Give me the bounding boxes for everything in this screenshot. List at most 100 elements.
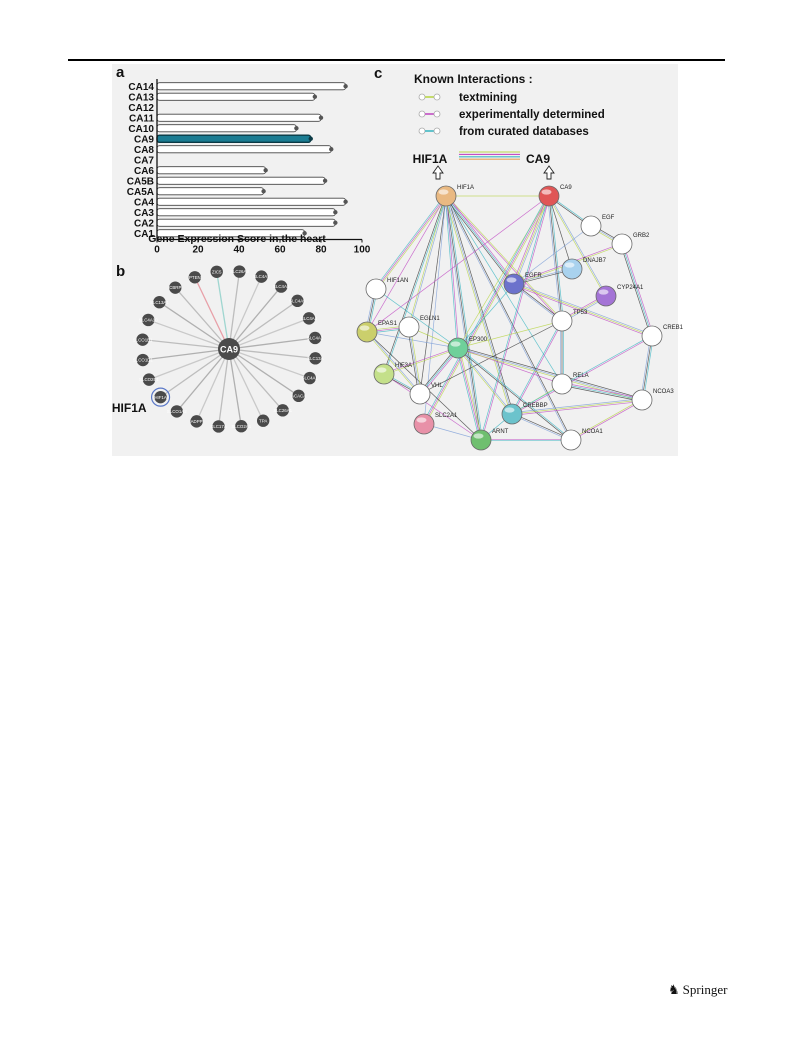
node-label: CYP24A1 (617, 285, 644, 291)
node-highlight (541, 189, 552, 195)
edge (512, 195, 549, 284)
node-label: HIF1A (154, 395, 167, 400)
edge (142, 348, 230, 361)
node-label: ACACA (291, 393, 306, 398)
node-label: CREBBP (523, 403, 548, 409)
edge (228, 348, 242, 427)
node-label: SLC2A1 (435, 413, 458, 419)
node-label: CBRP (169, 285, 181, 290)
category-label: CA5A (127, 187, 154, 198)
node-label: SLC4A4 (301, 316, 318, 321)
edge (562, 382, 643, 399)
node-label: NCOA1 (582, 429, 603, 435)
edge (228, 348, 310, 379)
edge (512, 336, 653, 415)
node-label: SLC26A3 (230, 269, 249, 274)
node-slco2b1 (142, 373, 156, 386)
edge (621, 243, 653, 337)
category-label: CA10 (128, 124, 154, 135)
node-epas1 (356, 321, 378, 343)
up-arrow-icon-hif1a (432, 165, 444, 180)
edge (367, 331, 421, 394)
category-label: CA1 (134, 229, 154, 240)
edge (424, 196, 551, 425)
bar-end-marker (308, 136, 313, 141)
node-label: ZIC5 (212, 269, 222, 274)
node-highlight (563, 433, 574, 439)
node-highlight (359, 325, 370, 331)
callout-label: HIF1A (112, 401, 147, 415)
edge (444, 196, 514, 286)
node-ep300 (447, 337, 469, 359)
edge (375, 195, 447, 290)
center-label: CA9 (220, 345, 238, 355)
x-tick-label: 40 (233, 245, 245, 256)
edge (228, 348, 316, 359)
bar-end-marker (263, 168, 268, 173)
node-slc4a2 (308, 331, 322, 345)
node-slc17a (212, 420, 225, 433)
node-label: SLC13A1 (150, 300, 169, 305)
node-highlight (598, 289, 609, 295)
node-slco1b1 (136, 333, 149, 346)
node-label: SLC4A9 (289, 298, 306, 303)
edge (228, 271, 241, 350)
node-label: EPAS1 (378, 321, 398, 327)
node-slc13a (309, 352, 322, 365)
edge (446, 195, 563, 321)
node-slc4a7 (255, 270, 268, 283)
legend-node-icon (433, 93, 441, 101)
edge (511, 335, 652, 414)
node-label: TP53 (573, 310, 588, 316)
edge (445, 195, 563, 385)
edge (459, 347, 483, 440)
node-slco1d1 (136, 353, 150, 367)
panel-a-bar-chart: a CA14CA13CA12CA11CA10CA9CA8CA7CA6CA5BCA… (116, 64, 371, 256)
node-label: SLC4A1 (302, 376, 319, 381)
node-label: SLCO2A1 (231, 424, 251, 429)
edge (457, 347, 643, 401)
edge (422, 195, 549, 424)
bar-end-marker (333, 220, 338, 225)
category-label: CA6 (134, 166, 154, 177)
legend-node-icon (418, 127, 426, 135)
edge (445, 195, 482, 441)
edge (458, 346, 643, 399)
node-adpp (190, 415, 203, 428)
legend-label: textmining (459, 92, 517, 104)
edge (620, 244, 652, 337)
node-highlight (376, 367, 387, 373)
category-label: CA8 (134, 145, 154, 156)
node-label: SLC4A10 (139, 318, 158, 323)
node-label: SLC4A2 (307, 336, 324, 341)
category-label: CA14 (128, 82, 154, 93)
edge (410, 326, 422, 394)
node-hif1a (435, 185, 457, 207)
node-hif1an (365, 278, 387, 300)
edge (384, 196, 447, 375)
node-hif1a (154, 390, 167, 404)
edge (444, 196, 458, 349)
edge (561, 383, 643, 401)
bar-end-marker (302, 231, 307, 236)
node-label: SLC13A (307, 356, 323, 361)
node-highlight (401, 320, 412, 326)
edge (228, 276, 263, 350)
node-label: PTEN (189, 275, 201, 280)
node-slc4a8 (275, 280, 288, 293)
panel-c-network: c Known Interactions : textminingexperim… (356, 65, 684, 451)
edge (548, 196, 606, 297)
edge (160, 348, 230, 398)
node-label: CA9 (560, 185, 572, 191)
edge (376, 196, 448, 291)
node-hif3a (373, 363, 395, 385)
node-highlight (614, 237, 625, 243)
edge (384, 348, 459, 375)
edge (445, 196, 562, 322)
node-egfr (503, 273, 525, 295)
node-label: ARNT (492, 429, 509, 435)
up-arrow-icon-ca9 (543, 165, 555, 180)
edge (374, 194, 446, 289)
edge (383, 373, 482, 441)
